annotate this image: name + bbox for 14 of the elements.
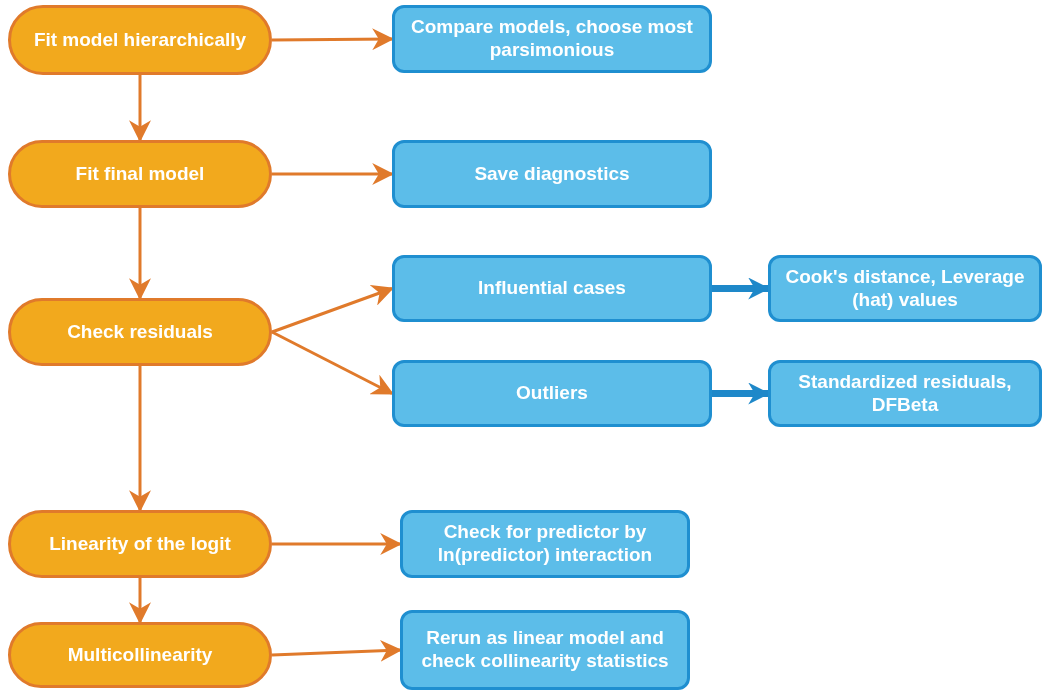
process-pill: Fit final model (8, 140, 272, 208)
process-box: Cook's distance, Leverage (hat) values (768, 255, 1042, 322)
process-box: Rerun as linear model and check collinearity statistics (400, 610, 690, 690)
arrow (271, 330, 394, 395)
process-pill: Check residuals (8, 298, 272, 366)
process-box: Outliers (392, 360, 712, 427)
process-box: Save diagnostics (392, 140, 712, 208)
process-pill: Linearity of the logit (8, 510, 272, 578)
process-box: Compare models, choose most parsimonious (392, 5, 712, 73)
process-pill: Fit model hierarchically (8, 5, 272, 75)
process-pill: Multicollinearity (8, 622, 272, 688)
process-box: Check for predictor by ln(predictor) interaction (400, 510, 690, 578)
process-box: Standardized residuals, DFBeta (768, 360, 1042, 427)
process-box: Influential cases (392, 255, 712, 322)
